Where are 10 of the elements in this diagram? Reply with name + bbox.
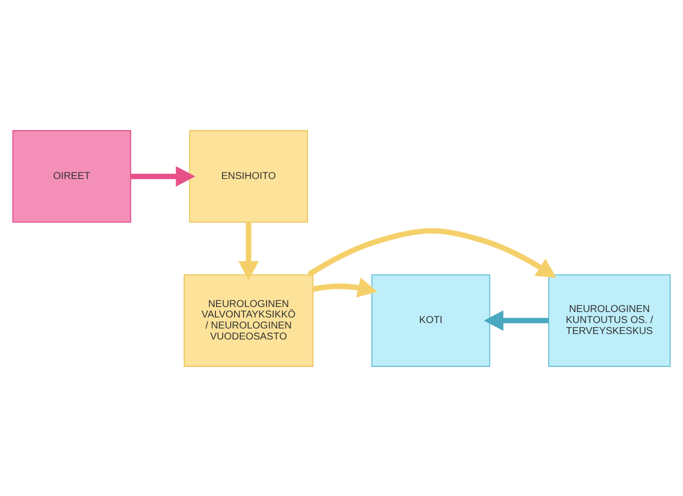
node-box: NEUROLOGINEN VALVONTAYKSIKKÖ / NEUROLOGINEN VUODEOSASTO <box>184 274 314 366</box>
node-box: NEUROLOGINEN KUNTOUTUS OS. / TERVEYSKESKUS <box>548 274 671 366</box>
arrow <box>312 277 378 298</box>
arrow <box>238 222 259 280</box>
node-box: OIREET <box>12 130 132 222</box>
arrow <box>307 228 556 278</box>
node-box: ENSIHOITO <box>189 130 308 222</box>
arrow <box>130 166 196 186</box>
arrow <box>484 310 549 330</box>
node-box: KOTI <box>371 274 490 366</box>
